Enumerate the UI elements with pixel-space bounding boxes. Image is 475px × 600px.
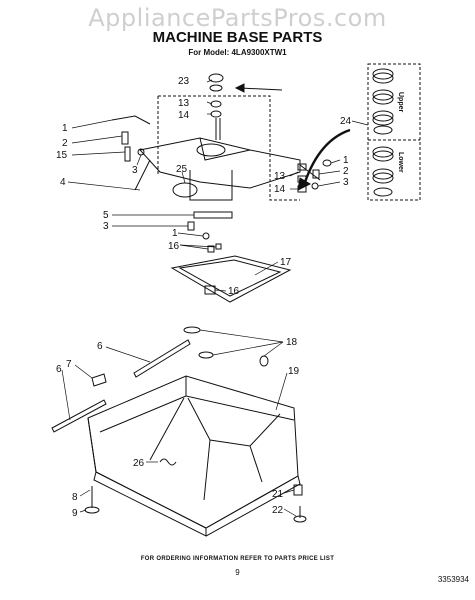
callout-1-left: 1 [62,123,68,134]
leader-lines [61,79,369,517]
callout-16-lower: 16 [228,286,240,297]
callout-17: 17 [280,257,292,268]
callout-2-left: 2 [62,138,68,149]
lower-label: Lower [397,152,404,173]
callout-7: 7 [66,359,72,370]
arrow-kit-to-gearcase [303,128,351,183]
watermark: AppliancePartsPros.com [88,4,387,32]
callout-13-right: 13 [274,171,286,182]
callout-9: 9 [72,508,78,519]
part-26-spring [159,458,177,466]
callout-13-upper: 13 [178,98,190,109]
page-number: 9 [235,568,240,577]
bearing-set [372,68,394,197]
callout-4: 4 [60,177,66,188]
upper-label: Upper [397,92,404,113]
callout-19: 19 [288,366,300,377]
seal-stack [208,73,224,140]
callout-6-lower: 6 [56,364,62,375]
callout-2-right: 2 [343,166,349,177]
callout-1-right: 1 [343,155,349,166]
callout-6-upper: 6 [97,341,103,352]
model-subtitle: For Model: 4LA9300XTW1 [188,48,287,57]
base-frame [87,375,301,537]
callout-18: 18 [286,337,298,348]
callout-23: 23 [178,76,190,87]
callout-3-right: 3 [343,177,349,188]
callout-5: 5 [103,210,109,221]
catalog-number: 3353934 [437,575,469,584]
bearing-kit-box [367,63,421,201]
callout-3-center: 3 [103,221,109,232]
callout-14-upper: 14 [178,110,190,121]
glide-parts [183,326,269,367]
callout-25: 25 [176,164,188,175]
callout-1-center: 1 [172,228,178,239]
arrow-to-seals [239,87,283,91]
callout-21: 21 [272,489,284,500]
callout-15: 15 [56,150,68,161]
ordering-footer: FOR ORDERING INFORMATION REFER TO PARTS … [140,556,335,562]
page-title: MACHINE BASE PARTS [152,29,323,46]
callout-14-right: 14 [274,184,286,195]
callout-16-upper: 16 [168,241,180,252]
side-brace-parts [51,339,191,433]
transmission-casting [134,137,321,201]
upper-group-bracket [157,95,300,201]
callout-26: 26 [133,458,145,469]
callout-24: 24 [340,116,352,127]
callout-3-left: 3 [132,165,138,176]
callout-22: 22 [272,505,284,516]
callout-8: 8 [72,492,78,503]
